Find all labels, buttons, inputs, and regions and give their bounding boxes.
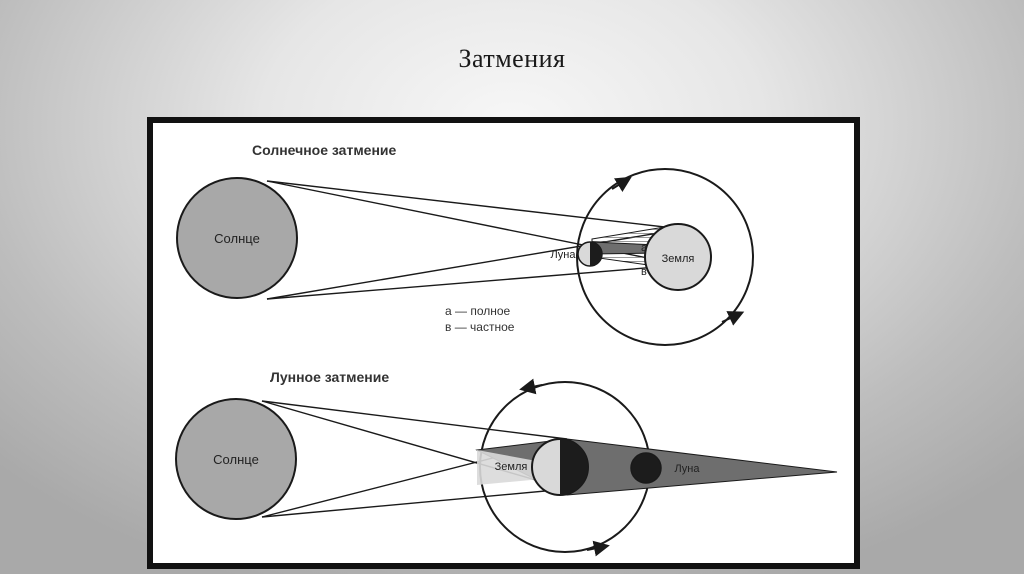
solar-sun (176, 177, 298, 299)
diagram-frame (147, 117, 860, 569)
solar-zone-a: а (641, 242, 648, 254)
lunar-orbit-arrow-top (519, 378, 543, 395)
lunar-sun (175, 398, 297, 520)
eclipse-diagram: Солнечное затмение Солнце Луна (147, 117, 860, 569)
solar-sun-label: Солнце (214, 231, 260, 246)
solar-moon-orbit (576, 168, 754, 346)
lunar-earth-label: Земля (495, 461, 528, 473)
lunar-moon-label: Луна (674, 463, 700, 475)
solar-earth (644, 223, 712, 291)
solar-earth-label: Земля (662, 253, 695, 265)
solar-eclipse-section: Солнечное затмение Солнце Луна (176, 142, 754, 346)
lunar-orbit-arrow-bottom (586, 540, 610, 557)
solar-moon-dark-side (590, 242, 602, 266)
solar-orbit-arrow-bottom (721, 311, 745, 326)
solar-legend-partial: в — частное (445, 320, 515, 334)
lunar-eclipse-heading: Лунное затмение (270, 369, 389, 385)
solar-eclipse-heading: Солнечное затмение (252, 142, 397, 158)
lunar-eclipse-section: Лунное затмение Земля Луна (175, 369, 838, 557)
lunar-moon (630, 452, 662, 484)
lunar-sunlit-wedge (477, 450, 542, 485)
solar-zone-b: в (641, 266, 647, 278)
solar-orbit-arrow-top (611, 176, 632, 193)
eclipse-diagram-svg: Солнечное затмение Солнце Луна (147, 117, 860, 569)
lunar-sun-label: Солнце (213, 452, 259, 467)
slide-title: Затмения (458, 44, 566, 73)
solar-legend-full: а — полное (445, 304, 511, 318)
solar-moon-label: Луна (550, 249, 576, 261)
lunar-earth-dark-side (560, 439, 588, 495)
